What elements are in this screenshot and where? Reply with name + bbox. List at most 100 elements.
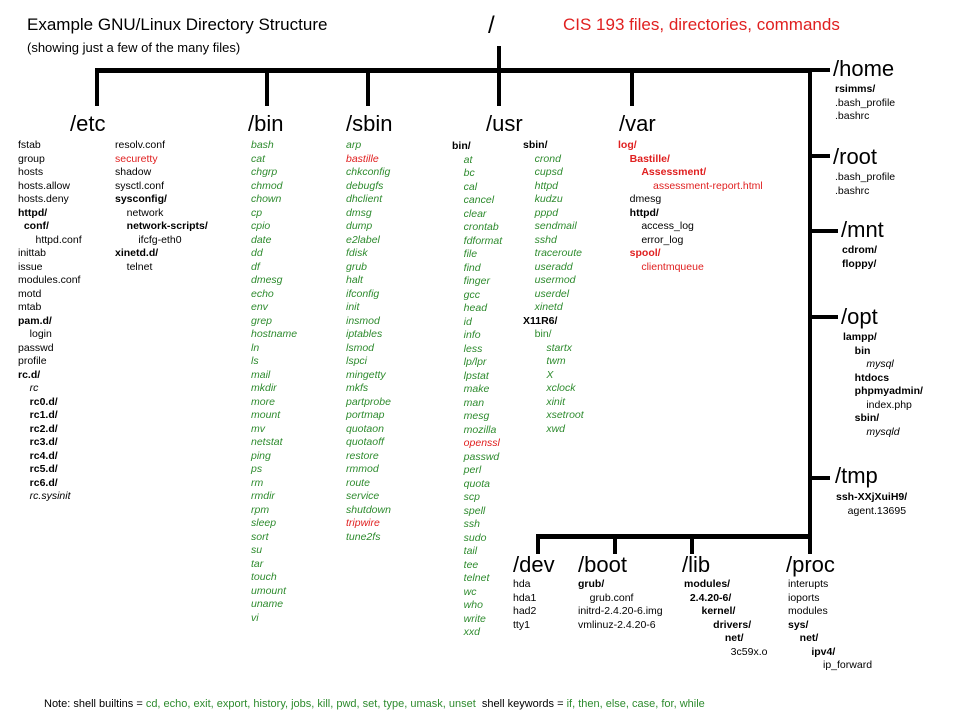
- file-entry: mesg: [452, 410, 490, 422]
- file-entry: bash: [251, 139, 274, 151]
- file-entry: quotaoff: [346, 436, 384, 448]
- file-entry: rc0.d/: [18, 395, 58, 408]
- file-entry: sendmail: [523, 220, 577, 232]
- file-entry: rc2.d/: [18, 422, 58, 435]
- file-entry: iptables: [346, 328, 383, 340]
- file-entry: more: [251, 395, 275, 408]
- footer-note: Note: shell builtins = cd, echo, exit, e…: [44, 698, 705, 710]
- file-entry: ping: [251, 449, 271, 462]
- file-entry: uname: [251, 598, 284, 610]
- file-entry: netstat: [251, 436, 283, 448]
- file-entry: rc: [18, 382, 39, 394]
- file-entry: httpd.conf: [18, 233, 82, 246]
- file-entry: rc5.d/: [18, 463, 58, 475]
- file-entry: sbin/: [523, 139, 548, 151]
- file-entry: rc3.d/: [18, 436, 58, 448]
- file-entry: X11R6/: [523, 314, 558, 327]
- file-entry: xinetd: [523, 301, 563, 313]
- file-entry: net/: [788, 632, 819, 644]
- file-entry: date: [251, 233, 272, 246]
- file-entry: modules.conf: [18, 274, 81, 286]
- tmp-branch-line: [808, 476, 830, 480]
- file-entry: rc4.d/: [18, 449, 58, 462]
- file-entry: tripwire: [346, 517, 380, 529]
- file-entry: fstab: [18, 139, 41, 151]
- file-entry: pppd: [523, 206, 559, 219]
- mnt-branch-line: [808, 229, 838, 233]
- root-home-dir-label: /root: [833, 144, 878, 169]
- file-entry: login: [18, 328, 52, 340]
- file-entry: Assessment/: [618, 166, 707, 178]
- file-entry: id: [452, 315, 472, 328]
- lib-dir-label: /lib: [682, 552, 711, 577]
- file-entry: startx: [523, 341, 573, 354]
- diagram-subtitle: (showing just a few of the many files): [27, 40, 241, 55]
- file-entry: mail: [251, 368, 271, 381]
- opt-dir-label: /opt: [841, 304, 878, 329]
- file-entry: lp/lpr: [452, 356, 487, 368]
- file-entry: motd: [18, 287, 42, 300]
- sbin-dir-label: /sbin: [346, 111, 393, 136]
- builtins-label: Note: shell builtins =: [44, 698, 146, 710]
- file-entry: modules/: [684, 578, 731, 590]
- file-entry: debugfs: [346, 179, 384, 192]
- file-entry: openssl: [452, 437, 500, 449]
- file-entry: network: [115, 206, 164, 219]
- file-entry: perl: [452, 464, 482, 476]
- file-entry: mozilla: [452, 423, 497, 436]
- file-entry: .bashrc: [835, 110, 870, 122]
- file-entry: xinetd.d/: [115, 247, 159, 259]
- file-entry: network-scripts/: [115, 220, 208, 232]
- file-entry: clear: [452, 207, 487, 220]
- file-entry: rc.d/: [18, 368, 41, 381]
- file-entry: httpd: [523, 179, 559, 192]
- file-entry: ifcfg-eth0: [115, 233, 182, 246]
- file-entry: fdisk: [346, 247, 368, 259]
- file-entry: xsetroot: [523, 409, 584, 421]
- file-entry: umount: [251, 584, 287, 597]
- file-entry: rc6.d/: [18, 476, 58, 489]
- file-entry: group: [18, 152, 45, 165]
- file-entry: dd: [251, 247, 263, 259]
- file-entry: gcc: [452, 288, 481, 301]
- file-entry: halt: [346, 274, 363, 286]
- bin-branch-line: [265, 70, 269, 106]
- file-entry: scp: [452, 491, 481, 503]
- mnt-dir-label: /mnt: [841, 217, 884, 242]
- file-entry: cancel: [452, 194, 495, 206]
- file-entry: man: [452, 396, 485, 409]
- file-entry: phpmyadmin/: [843, 385, 923, 397]
- file-entry: less: [452, 342, 483, 355]
- file-entry: pam.d/: [18, 314, 52, 327]
- file-entry: initrd-2.4.20-6.img: [578, 605, 663, 617]
- file-entry: interupts: [788, 578, 829, 590]
- file-entry: traceroute: [523, 247, 582, 259]
- file-entry: userdel: [523, 287, 570, 300]
- var-branch-line: [630, 70, 634, 106]
- file-entry: dhclient: [346, 193, 383, 205]
- file-entry: touch: [251, 571, 277, 583]
- file-entry: at: [452, 153, 473, 166]
- file-entry: htdocs: [843, 371, 890, 384]
- home-branch-line: [808, 68, 830, 72]
- file-entry: securetty: [115, 152, 158, 165]
- sbin-branch-line: [366, 70, 370, 106]
- file-entry: tee: [452, 558, 479, 571]
- file-entry: write: [452, 612, 486, 625]
- dev-branch-line: [536, 534, 540, 554]
- file-entry: info: [452, 329, 481, 341]
- file-entry: service: [346, 490, 380, 502]
- etc-branch-line: [95, 70, 99, 106]
- file-entry: .bash_profile: [835, 171, 896, 183]
- file-entry: xinit: [523, 395, 566, 408]
- keywords-list: if, then, else, case, for, while: [566, 698, 705, 710]
- root-stem-line: [497, 46, 501, 74]
- file-entry: shutdown: [346, 503, 391, 516]
- tmp-list: ssh-XXjXuiH9/ agent.13695: [836, 491, 907, 518]
- file-entry: index.php: [843, 398, 912, 411]
- file-entry: sys/: [788, 618, 809, 631]
